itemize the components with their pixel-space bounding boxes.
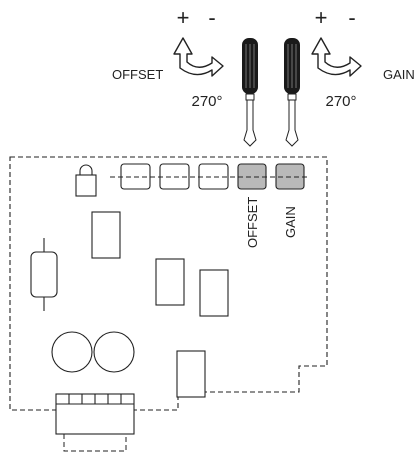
terminal-dashed-outline xyxy=(63,434,127,452)
circuit-board-outline xyxy=(9,156,328,411)
terminal-block-icon xyxy=(55,393,135,435)
lock-component-icon xyxy=(75,164,97,197)
gain-side-label: GAIN xyxy=(383,67,415,82)
board-components xyxy=(91,211,229,398)
offset-minus-sign: - xyxy=(208,5,215,30)
offset-side-label: OFFSET xyxy=(112,67,163,82)
trimmer-row xyxy=(120,163,305,190)
round-component-left xyxy=(51,331,93,373)
round-component-right xyxy=(93,331,135,373)
offset-rotate-arrow-icon xyxy=(173,37,224,77)
component-rect-c xyxy=(199,269,229,317)
offset-adjust-group: + - OFFSET 270° xyxy=(112,5,224,110)
offset-rotation-label: 270° xyxy=(191,93,222,110)
component-rect-d xyxy=(176,350,206,398)
round-components xyxy=(51,331,135,373)
gain-pot-label: GAIN xyxy=(283,206,298,238)
axial-component-icon xyxy=(30,238,58,311)
offset-screwdriver-icon xyxy=(242,38,258,147)
component-rect-a xyxy=(91,211,121,259)
component-rect-b xyxy=(155,258,185,306)
gain-rotate-arrow-icon xyxy=(311,37,362,77)
gain-screwdriver-icon xyxy=(284,38,300,147)
offset-pot-label: OFFSET xyxy=(245,197,260,248)
gain-adjust-group: + - GAIN 270° xyxy=(311,5,415,110)
gain-plus-sign: + xyxy=(315,5,328,30)
offset-plus-sign: + xyxy=(177,5,190,30)
gain-minus-sign: - xyxy=(348,5,355,30)
gain-rotation-label: 270° xyxy=(325,93,356,110)
